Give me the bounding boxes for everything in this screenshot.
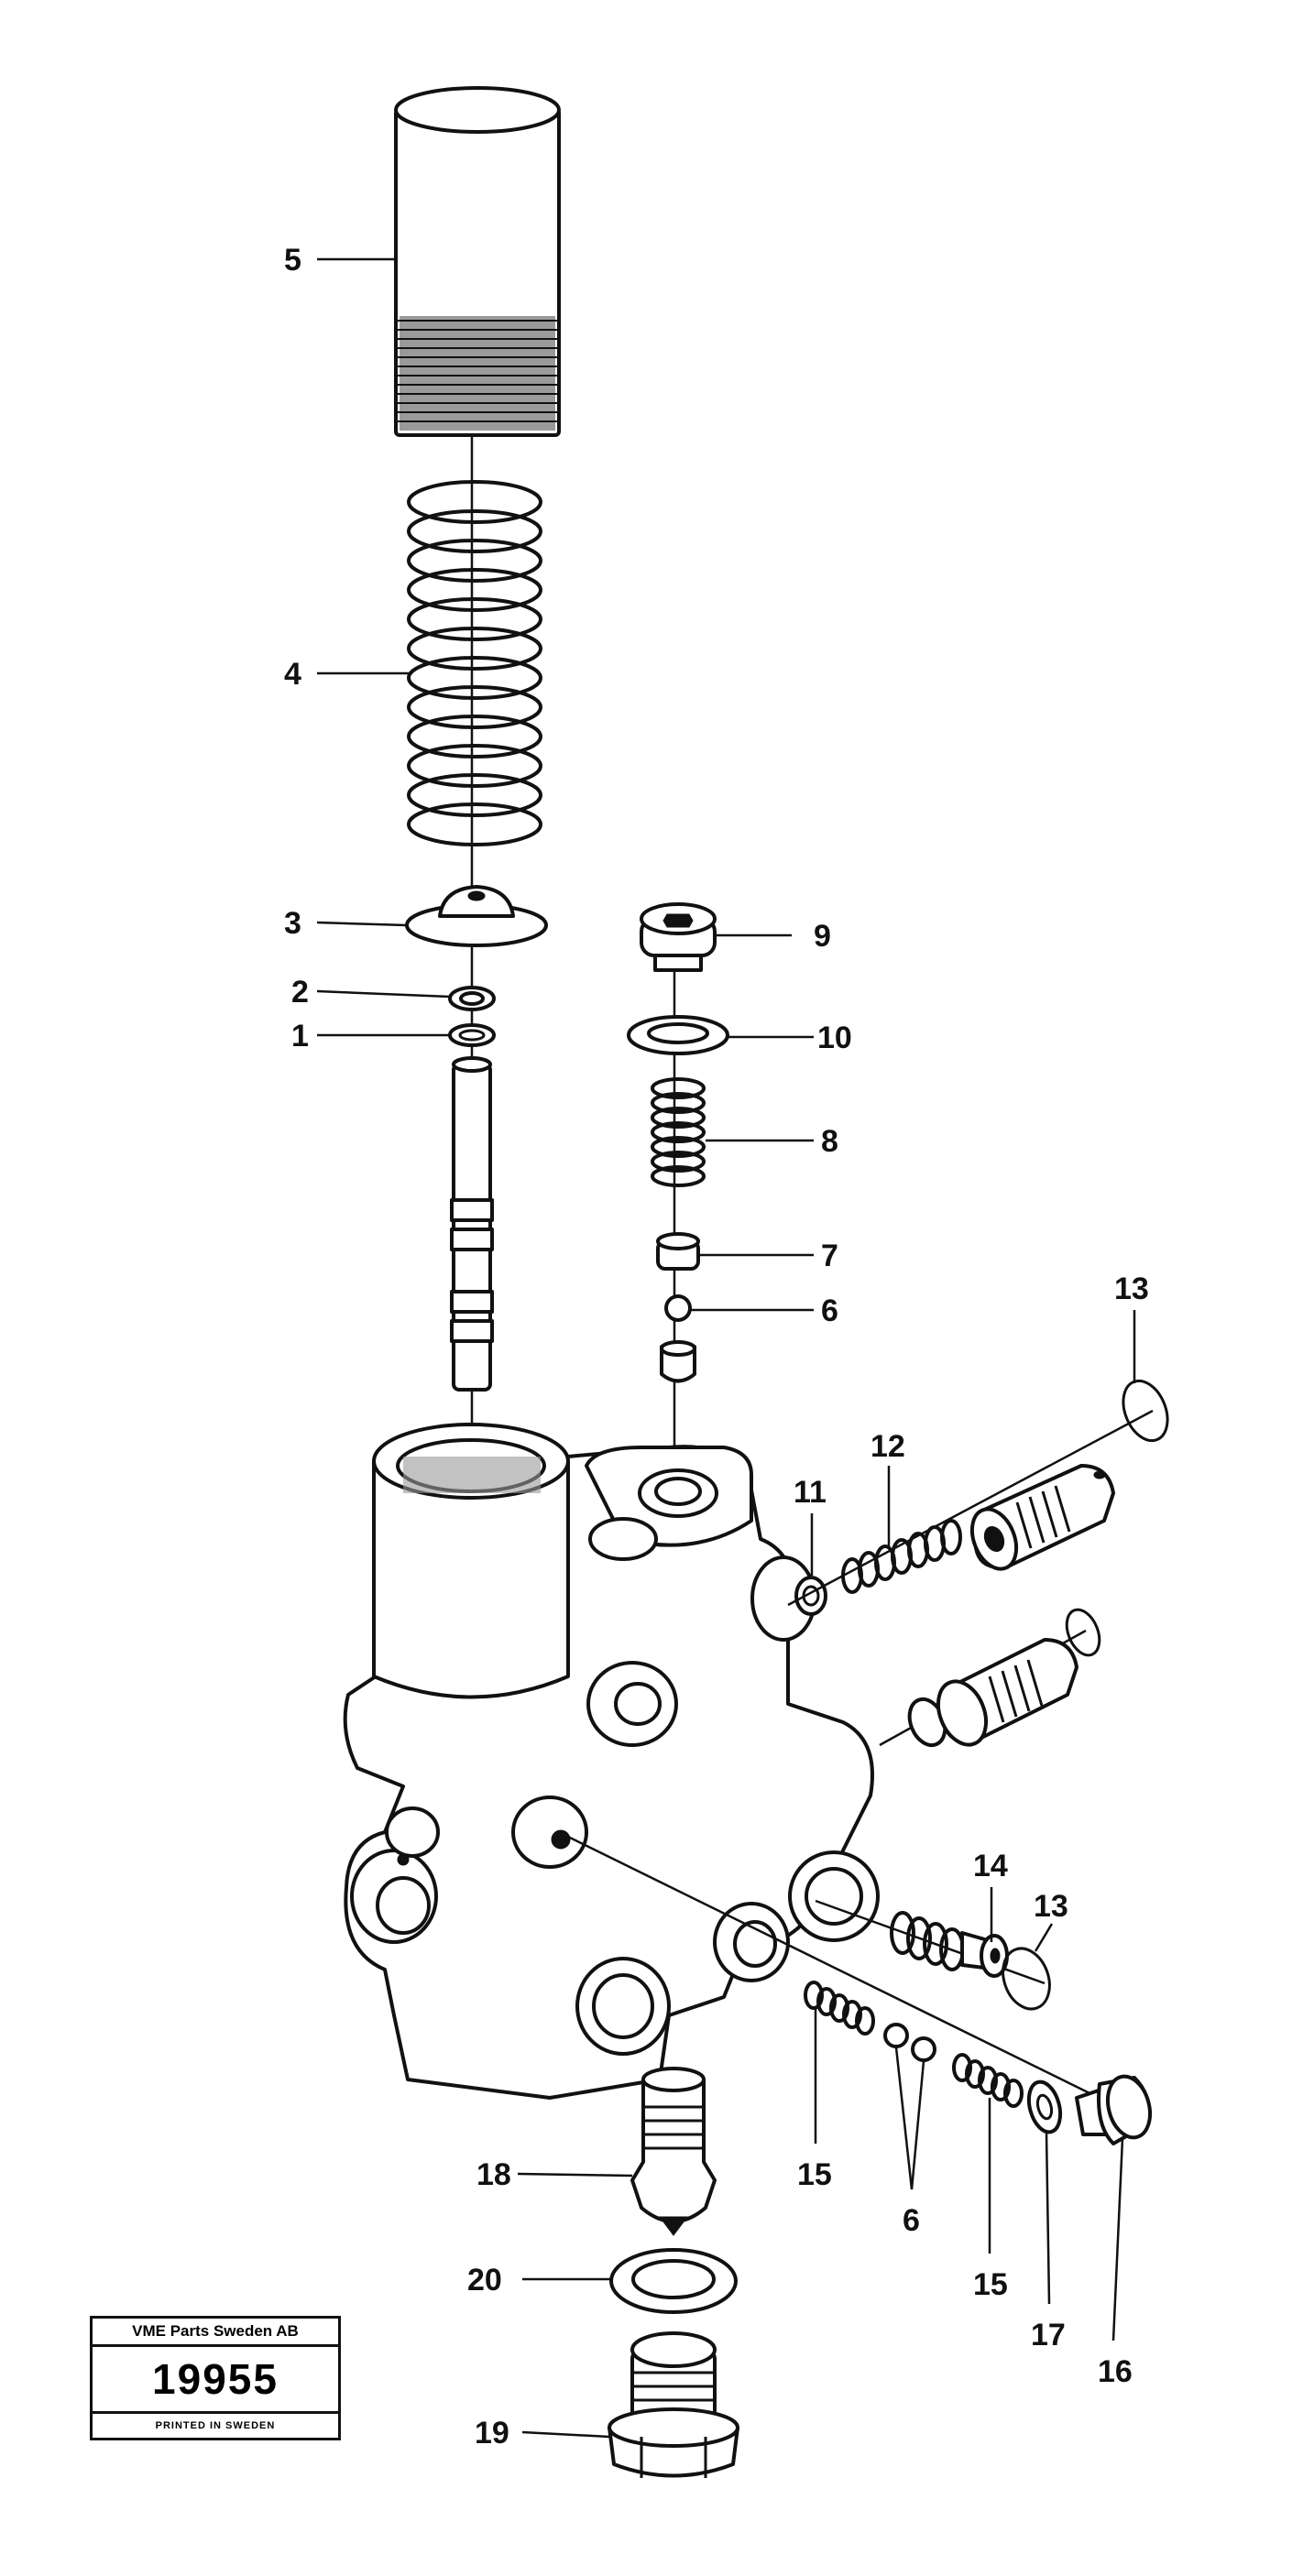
callout-7: 7 xyxy=(821,1239,838,1273)
callout-11: 11 xyxy=(794,1475,827,1510)
part-1-ring xyxy=(448,1023,496,1047)
part-12-spring xyxy=(841,1519,962,1594)
part-11-washer xyxy=(794,1576,827,1616)
lower-axis-line xyxy=(567,1835,1137,2118)
callout-8: 8 xyxy=(821,1124,838,1159)
callout-17: 17 xyxy=(1031,2318,1066,2352)
callout-16: 16 xyxy=(1098,2354,1133,2389)
valve-seat xyxy=(660,1340,696,1383)
upper-right-plunger xyxy=(969,1464,1115,1571)
callout-2: 2 xyxy=(291,975,309,1010)
part-16-plug-screw xyxy=(1075,2074,1153,2145)
callout-13-lower: 13 xyxy=(1034,1889,1068,1924)
callout-9: 9 xyxy=(814,919,831,954)
part-15-spring-right xyxy=(952,2053,1024,2108)
part-9-plug xyxy=(640,902,717,972)
part-13-snap-ring-lower xyxy=(1002,1947,1051,2011)
callout-labels: 5 4 3 2 1 9 10 8 7 6 13 12 11 14 13 18 1… xyxy=(284,243,1149,2450)
part-10-washer xyxy=(627,1015,729,1055)
part-6-ball-lower-right xyxy=(911,2036,936,2062)
callout-1: 1 xyxy=(291,1019,309,1053)
part-3-spring-seat xyxy=(405,885,548,947)
callout-19: 19 xyxy=(475,2416,509,2450)
callout-5: 5 xyxy=(284,243,301,278)
callout-6-upper: 6 xyxy=(821,1293,838,1328)
callout-18: 18 xyxy=(476,2157,511,2192)
leader-lines xyxy=(316,257,1136,2439)
part-19-hex-plug xyxy=(608,2331,739,2478)
spool-rod xyxy=(450,1056,494,1392)
part-17-washer xyxy=(1026,2079,1063,2134)
callout-15-right: 15 xyxy=(973,2267,1008,2302)
publisher-stamp: VME Parts Sweden AB 19955 PRINTED IN SWE… xyxy=(90,2316,341,2440)
part-14-adjuster xyxy=(815,1899,1046,1985)
part-4-main-spring xyxy=(407,480,542,846)
callout-3: 3 xyxy=(284,906,301,941)
part-5-cylinder-cap xyxy=(394,86,561,437)
part-8-small-spring xyxy=(651,1077,706,1187)
callout-20: 20 xyxy=(467,2263,502,2298)
callout-14: 14 xyxy=(973,1849,1008,1883)
stamp-company: VME Parts Sweden AB xyxy=(93,2319,338,2347)
part-7-poppet xyxy=(656,1232,700,1271)
part-15-spring-left xyxy=(804,1981,875,2036)
callout-4: 4 xyxy=(284,657,301,692)
part-6-ball-upper xyxy=(664,1294,692,1322)
callout-13-upper: 13 xyxy=(1114,1272,1149,1306)
stamp-diagram-number: 19955 xyxy=(93,2347,338,2414)
callout-6-lower: 6 xyxy=(903,2203,920,2238)
part-6-ball-lower-left xyxy=(883,2023,909,2048)
callout-10: 10 xyxy=(817,1021,852,1055)
part-20-washer xyxy=(609,2248,738,2314)
part-2-ring xyxy=(448,986,496,1011)
middle-right-plunger xyxy=(879,1608,1101,1748)
right-axis-line-upper xyxy=(787,1409,1154,1607)
stamp-printed-note: PRINTED IN SWEDEN xyxy=(155,2420,276,2431)
part-18-poppet xyxy=(630,2067,717,2236)
callout-15-left: 15 xyxy=(797,2157,832,2192)
part-13-snap-ring-upper xyxy=(1122,1379,1169,1443)
callout-12: 12 xyxy=(870,1429,905,1464)
valve-body xyxy=(343,1423,880,2100)
